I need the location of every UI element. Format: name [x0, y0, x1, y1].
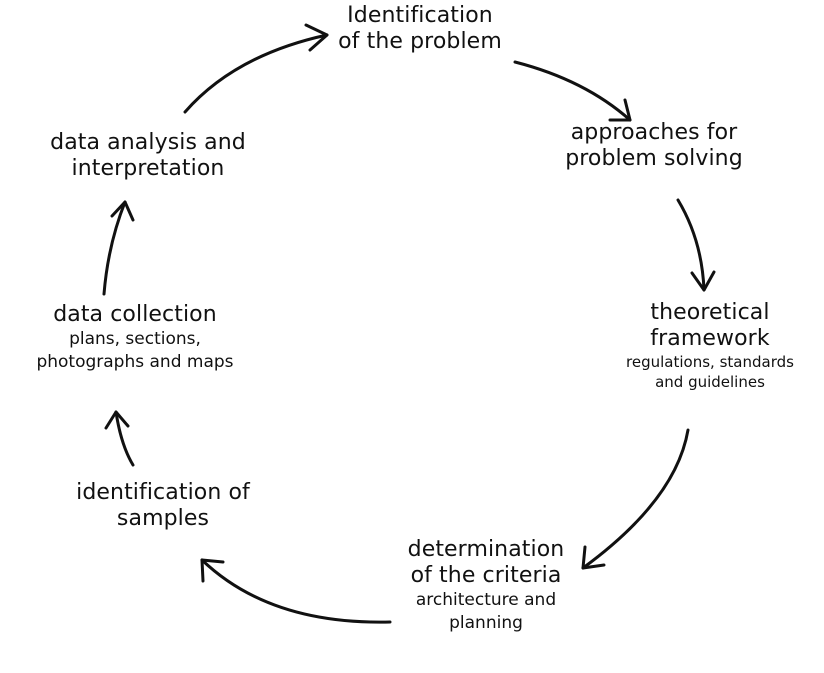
node-collection-sub-2: photographs and maps: [36, 351, 234, 372]
node-criteria-sub-1: architecture and: [415, 589, 557, 610]
node-samples-line-1: identification of: [76, 480, 250, 505]
node-identification-of-problem: Identification of the problem: [322, 3, 518, 55]
node-identification-of-samples: identification of samples: [58, 480, 268, 532]
node-problem-line-1: Identification: [347, 3, 493, 28]
node-approaches-line-1: approaches for: [570, 120, 738, 145]
node-criteria-line-2: of the criteria: [410, 562, 562, 588]
arrow-framework-to-criteria: [581, 428, 690, 570]
node-theoretical-framework: theoretical framework regulations, stand…: [600, 300, 820, 392]
node-data-collection: data collection plans, sections, photogr…: [5, 302, 265, 374]
node-framework-line-1: theoretical: [650, 300, 770, 325]
node-collection-sub-1: plans, sections,: [69, 328, 201, 349]
node-framework-sub-2: and guidelines: [655, 373, 765, 392]
node-criteria-sub-2: planning: [449, 612, 523, 633]
node-analysis-line-1: data analysis and: [50, 130, 246, 155]
node-problem-line-2: of the problem: [338, 28, 502, 54]
arrow-approaches-to-framework: [676, 198, 716, 292]
arrow-analysis-to-problem: [183, 23, 329, 114]
arrow-collection-to-analysis: [102, 200, 135, 296]
arrow-samples-to-collection: [104, 410, 135, 467]
node-determination-criteria: determination of the criteria architectu…: [386, 537, 586, 635]
arrow-problem-to-approaches: [513, 60, 632, 122]
node-analysis-line-2: interpretation: [71, 155, 225, 181]
arrow-criteria-to-samples: [200, 558, 392, 624]
node-framework-sub-1: regulations, standards: [626, 352, 794, 371]
node-criteria-line-1: determination: [407, 537, 565, 562]
node-approaches-line-2: problem solving: [565, 145, 743, 171]
node-samples-line-2: samples: [116, 505, 210, 531]
node-framework-line-2: framework: [650, 325, 770, 351]
node-approaches: approaches for problem solving: [548, 120, 760, 172]
node-data-analysis: data analysis and interpretation: [38, 130, 258, 182]
node-collection-line-1: data collection: [53, 302, 217, 327]
